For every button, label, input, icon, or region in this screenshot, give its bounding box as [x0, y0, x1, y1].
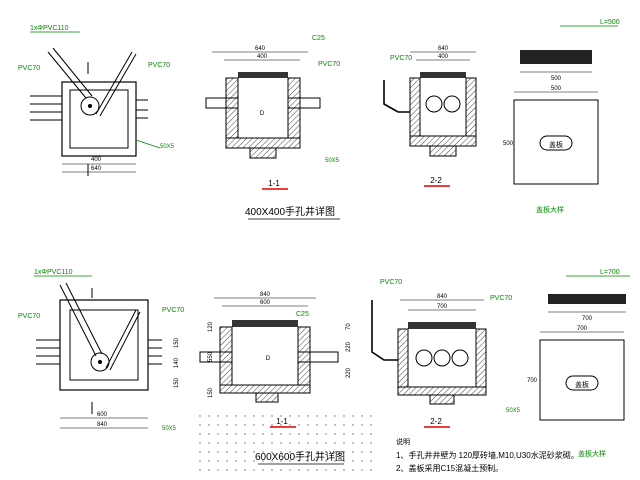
bottom-sec11-dim-la: 120: [208, 321, 214, 332]
bottom-section-2-2: 840 700 PVC70 PVC70 50X5 2-2: [371, 279, 521, 428]
bottom-sec11-dim-rc: 220: [346, 367, 352, 378]
bottom-sec11-dim-outer: 840: [260, 292, 271, 298]
top-cover-dim-w: 500: [551, 76, 562, 82]
top-plan-pvc-left: PVC70: [18, 65, 40, 72]
top-cover-L: L=500: [600, 19, 620, 26]
top-sec11-dim-inner: 400: [257, 54, 268, 60]
bottom-sec22-pvc-left: PVC70: [380, 279, 402, 286]
top-sec11-c25: C25: [312, 35, 325, 42]
bottom-plan-pipe-label: 1xΦPVC110: [34, 269, 73, 276]
bottom-plan-dim-outer: 840: [97, 422, 108, 428]
bottom-cover-detail: 700 L=700 700 700 盖板 盖板大样: [527, 269, 630, 458]
bottom-cover-center-label: 盖板: [575, 380, 589, 389]
bottom-plan-view: 600 840 150 140 150 1xΦPVC110 PVC70 PVC7…: [18, 269, 184, 432]
notes-line-1: 1、手孔井井壁为 120厚砖墙,M10,U30水泥砂浆砌。: [396, 450, 579, 460]
top-sec22-dim-outer: 640: [438, 46, 449, 52]
bottom-sec11-dim-rb: 220: [346, 341, 352, 352]
top-section-2-2: 640 400 PVC70 2-2: [383, 46, 477, 187]
top-title: 400X400手孔井详图: [245, 205, 335, 218]
bottom-sec22-dim-inner: 700: [437, 304, 448, 310]
top-cover-detail: 500 L=500 500 500 盖板 盖板大样: [503, 19, 620, 214]
bottom-plan-dim-v1: 150: [174, 337, 180, 348]
top-plan-view: 400 640 1xΦPVC110 PVC70 PVC70 50X5: [18, 25, 175, 176]
bottom-plan-steel: 50X5: [162, 426, 177, 432]
top-plan-pipe-label: 1xΦPVC110: [30, 25, 69, 32]
top-sec22-dim-inner: 400: [438, 54, 449, 60]
top-plan-dim-inner: 400: [91, 157, 102, 163]
top-section-1-1: 640 400 D C25 PVC70 50X5 1-1: [205, 35, 340, 190]
top-sec22-caption: 2-2: [430, 176, 442, 185]
notes-line-2: 2、盖板采用C15混凝土预制。: [396, 463, 503, 473]
bottom-sec11-dim-lb: 550: [208, 351, 214, 362]
svg-text:D: D: [260, 111, 265, 117]
top-plan-steel: 50X5: [160, 144, 175, 150]
top-sec22-pvc: PVC70: [390, 55, 412, 62]
top-sec11-steel: 50X5: [325, 158, 340, 164]
top-sec11-caption: 1-1: [268, 179, 280, 188]
bottom-sec11-dim-inner: 600: [260, 300, 271, 306]
bottom-sec22-caption: 2-2: [430, 417, 442, 426]
bottom-sec22-steel: 50X5: [506, 408, 521, 414]
svg-text:D: D: [266, 356, 271, 362]
top-cover-center-label: 盖板: [549, 140, 563, 149]
bottom-sec22-pvc-right: PVC70: [490, 295, 512, 302]
dotted-field: [198, 414, 374, 476]
bottom-sec11-dim-lc: 150: [208, 387, 214, 398]
top-sec11-pvc: PVC70: [318, 61, 340, 68]
bottom-plan-pvc-right: PVC70: [162, 307, 184, 314]
top-cover-caption: 盖板大样: [536, 205, 564, 214]
bottom-section-1-1: 840 600 D C25 120 550 150 70 220 220 1-1: [199, 292, 352, 428]
bottom-cover-dim-h: 700: [527, 378, 538, 384]
bottom-cover-dim-top: 700: [577, 326, 588, 332]
bottom-title: 600X600手孔井详图: [255, 450, 345, 463]
bottom-plan-dim-v2: 140: [174, 357, 180, 368]
top-plan-pvc-right: PVC70: [148, 62, 170, 69]
bottom-plan-dim-v3: 150: [174, 377, 180, 388]
notes-heading: 说明: [396, 437, 410, 446]
bottom-plan-dim-inner: 600: [97, 412, 108, 418]
bottom-cover-L: L=700: [600, 269, 620, 276]
top-plan-dim-outer: 640: [91, 166, 102, 172]
bottom-plan-pvc-left: PVC70: [18, 313, 40, 320]
bottom-sec22-dim-outer: 840: [437, 294, 448, 300]
notes-block: 说明 1、手孔井井壁为 120厚砖墙,M10,U30水泥砂浆砌。 2、盖板采用C…: [396, 437, 579, 473]
bottom-cover-caption: 盖板大样: [578, 449, 606, 458]
top-sec11-dim-outer: 640: [255, 46, 266, 52]
top-cover-dim-top: 500: [551, 86, 562, 92]
top-cover-dim-h: 500: [503, 141, 514, 147]
bottom-sec11-c25: C25: [296, 311, 309, 318]
bottom-cover-dim-w: 700: [582, 316, 593, 322]
bottom-sec11-dim-ra: 70: [346, 323, 352, 330]
